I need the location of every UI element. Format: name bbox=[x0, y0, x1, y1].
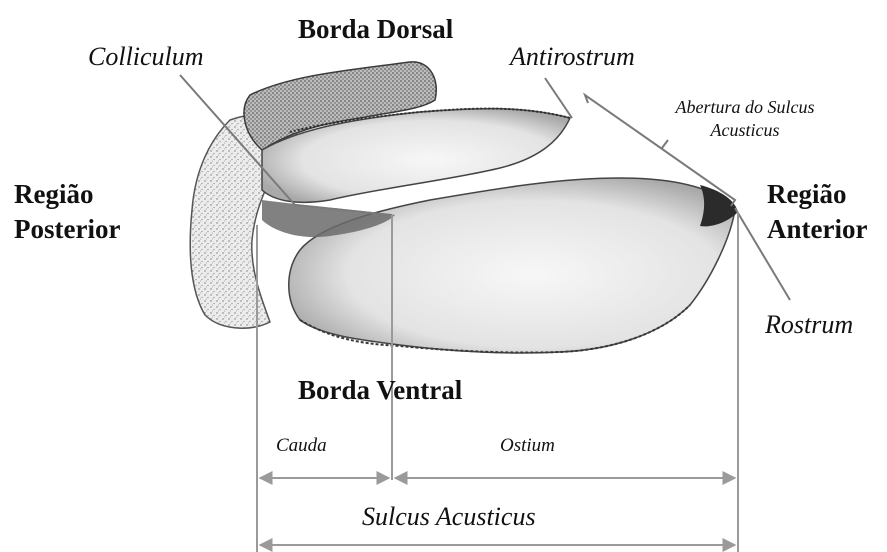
abertura-label: Abertura do Sulcus Acusticus bbox=[640, 96, 850, 141]
otolith-main-body bbox=[289, 178, 735, 353]
colliculum-label: Colliculum bbox=[88, 44, 204, 70]
borda-dorsal-label: Borda Dorsal bbox=[298, 16, 453, 43]
antirostrum-leader-line bbox=[545, 78, 572, 118]
regiao-posterior-label: Região Posterior bbox=[14, 177, 120, 247]
ostium-label: Ostium bbox=[500, 436, 555, 455]
regiao-posterior-line2: Posterior bbox=[14, 212, 120, 247]
regiao-anterior-label: Região Anterior bbox=[767, 177, 867, 247]
regiao-posterior-line1: Região bbox=[14, 177, 120, 212]
abertura-label-line1: Abertura do Sulcus bbox=[640, 96, 850, 119]
regiao-anterior-line1: Região bbox=[767, 177, 867, 212]
regiao-anterior-line2: Anterior bbox=[767, 212, 867, 247]
sulcus-acusticus-label: Sulcus Acusticus bbox=[362, 504, 536, 530]
cauda-label: Cauda bbox=[276, 436, 327, 455]
abertura-tick bbox=[662, 140, 668, 148]
rostrum-label: Rostrum bbox=[765, 312, 853, 338]
antirostrum-label: Antirostrum bbox=[510, 44, 635, 70]
borda-ventral-label: Borda Ventral bbox=[298, 377, 462, 404]
abertura-label-line2: Acusticus bbox=[640, 119, 850, 142]
